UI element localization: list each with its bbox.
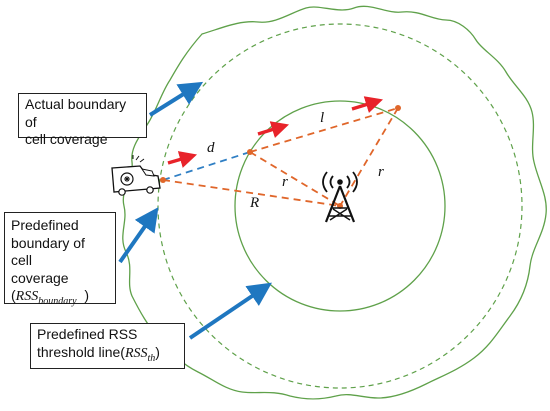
symbol-d: d <box>207 140 215 156</box>
path-r1-line <box>249 151 341 207</box>
pointer-arrow-predefined-boundary <box>118 207 159 264</box>
rss-threshold-label: Predefined RSS threshold line(RSSth) <box>30 323 185 369</box>
actual-boundary-label-line1: Actual boundary of <box>25 96 127 130</box>
predefined-boundary-open-paren: ( <box>11 287 16 303</box>
predefined-boundary-label-formula: (RSSboundary ) <box>11 287 109 308</box>
actual-boundary-line <box>122 5 547 400</box>
predefined-boundary-circle <box>157 23 523 389</box>
motion-arrow-1 <box>167 151 198 168</box>
rss-threshold-close-paren: ) <box>155 343 160 360</box>
path-d-line <box>162 151 251 181</box>
actual-boundary-label-line2: cell coverage <box>25 131 108 147</box>
pointer-arrow-actual-boundary <box>148 81 204 117</box>
motion-arrow-2 <box>257 121 290 138</box>
predefined-boundary-label-line1: Predefined <box>11 217 79 233</box>
symbol-r1: r <box>282 174 288 190</box>
symbol-l: l <box>320 110 324 126</box>
rss-th-subscript: th <box>147 352 156 364</box>
predefined-boundary-label-line3: coverage <box>11 269 69 286</box>
rss-threshold-open-paren: ( <box>120 343 125 360</box>
rss-threshold-label-line1: Predefined RSS <box>37 326 138 342</box>
rss-threshold-label-line2: threshold line(RSSth) <box>37 344 178 365</box>
predefined-boundary-close-paren: ) <box>84 287 90 303</box>
rss-boundary-subscript: boundary <box>38 295 77 307</box>
actual-boundary-label: Actual boundary of cell coverage <box>18 93 147 147</box>
rss-threshold-label-text: threshold line <box>37 343 121 360</box>
motion-arrow-3 <box>351 96 384 113</box>
cell-tower-icon <box>322 171 358 223</box>
predefined-boundary-label-line2: boundary of cell <box>11 234 85 269</box>
end-point <box>395 105 401 111</box>
rss-th-symbol: RSSth <box>124 345 156 364</box>
ambulance-icon <box>111 155 161 196</box>
predefined-boundary-label: Predefined boundary of cell coverage (RS… <box>4 212 116 307</box>
pointer-arrow-rss-threshold <box>188 282 272 340</box>
mid-point <box>247 149 253 155</box>
symbol-R: R <box>249 195 259 211</box>
rss-threshold-circle <box>234 100 446 312</box>
rss-th-base: RSS <box>124 345 148 361</box>
start-point <box>160 177 166 183</box>
rss-boundary-symbol: RSSboundary <box>15 289 77 307</box>
symbol-r2: r <box>378 164 384 180</box>
path-R-line <box>162 179 341 207</box>
path-l-line <box>249 107 399 153</box>
path-r2-line <box>339 107 399 207</box>
rss-boundary-base: RSS <box>15 289 39 304</box>
